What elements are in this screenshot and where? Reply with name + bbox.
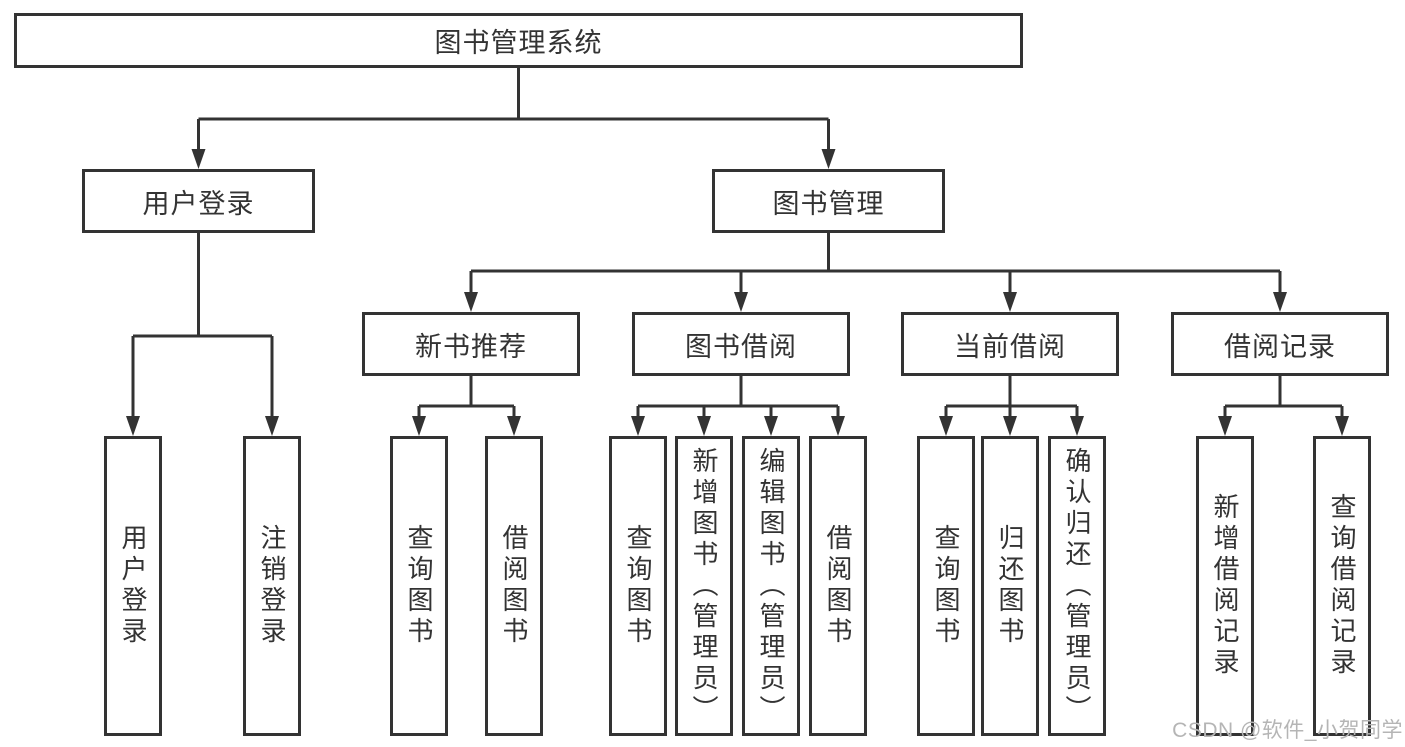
node-book-borrowing: 图书借阅 bbox=[632, 312, 850, 376]
node-root-system: 图书管理系统 bbox=[14, 13, 1023, 68]
leaf-borrow-books-1-label: 借阅图书 bbox=[499, 524, 529, 648]
node-current-borrowing: 当前借阅 bbox=[901, 312, 1119, 376]
leaf-query-borrow-record: 查询借阅记录 bbox=[1313, 436, 1371, 736]
leaf-query-borrow-record-label: 查询借阅记录 bbox=[1327, 493, 1357, 679]
leaf-borrow-books-2-label: 借阅图书 bbox=[823, 524, 853, 648]
leaf-logout-login-label: 注销登录 bbox=[257, 524, 287, 648]
leaf-query-books-1: 查询图书 bbox=[390, 436, 448, 736]
leaf-query-books-3: 查询图书 bbox=[917, 436, 975, 736]
leaf-edit-book-admin: 编辑图书（管理员） bbox=[742, 436, 800, 736]
leaf-query-books-2-label: 查询图书 bbox=[623, 524, 653, 648]
node-borrowing-records-label: 借阅记录 bbox=[1224, 331, 1336, 362]
watermark: CSDN @软件_小贺同学 bbox=[1172, 719, 1403, 742]
connector-current-borrowing bbox=[939, 376, 1084, 436]
node-root-label: 图书管理系统 bbox=[434, 28, 603, 58]
node-user-login: 用户登录 bbox=[82, 169, 315, 233]
leaf-edit-book-admin-label: 编辑图书（管理员） bbox=[756, 446, 786, 726]
connector-new-book-recommendation bbox=[412, 376, 521, 436]
connector-root bbox=[191, 68, 836, 169]
leaf-borrow-books-1: 借阅图书 bbox=[485, 436, 543, 736]
node-user-login-label: 用户登录 bbox=[142, 188, 255, 219]
leaf-query-books-3-label: 查询图书 bbox=[931, 524, 961, 648]
leaf-borrow-books-2: 借阅图书 bbox=[809, 436, 867, 736]
node-current-borrowing-label: 当前借阅 bbox=[954, 331, 1066, 362]
leaf-query-books-2: 查询图书 bbox=[609, 436, 667, 736]
leaf-confirm-return-admin-label: 确认归还（管理员） bbox=[1062, 446, 1092, 726]
leaf-logout-login: 注销登录 bbox=[243, 436, 301, 736]
leaf-add-book-admin-label: 新增图书（管理员） bbox=[689, 446, 719, 726]
node-book-management: 图书管理 bbox=[712, 169, 945, 233]
leaf-return-books-label: 归还图书 bbox=[995, 524, 1025, 648]
leaf-add-borrow-record-label: 新增借阅记录 bbox=[1210, 493, 1240, 679]
leaf-add-book-admin: 新增图书（管理员） bbox=[675, 436, 733, 736]
node-book-borrowing-label: 图书借阅 bbox=[685, 331, 797, 362]
connector-user-login bbox=[126, 233, 279, 436]
node-borrowing-records: 借阅记录 bbox=[1171, 312, 1389, 376]
leaf-user-login-label: 用户登录 bbox=[118, 524, 148, 648]
connector-borrowing-records bbox=[1218, 376, 1349, 436]
node-book-management-label: 图书管理 bbox=[772, 188, 885, 219]
leaf-add-borrow-record: 新增借阅记录 bbox=[1196, 436, 1254, 736]
leaf-query-books-1-label: 查询图书 bbox=[404, 524, 434, 648]
leaf-confirm-return-admin: 确认归还（管理员） bbox=[1048, 436, 1106, 736]
leaf-return-books: 归还图书 bbox=[981, 436, 1039, 736]
node-new-book-recommendation: 新书推荐 bbox=[362, 312, 580, 376]
leaf-user-login: 用户登录 bbox=[104, 436, 162, 736]
connector-book-management bbox=[464, 233, 1287, 312]
connector-book-borrowing bbox=[631, 376, 845, 436]
node-new-book-recommendation-label: 新书推荐 bbox=[415, 331, 527, 362]
